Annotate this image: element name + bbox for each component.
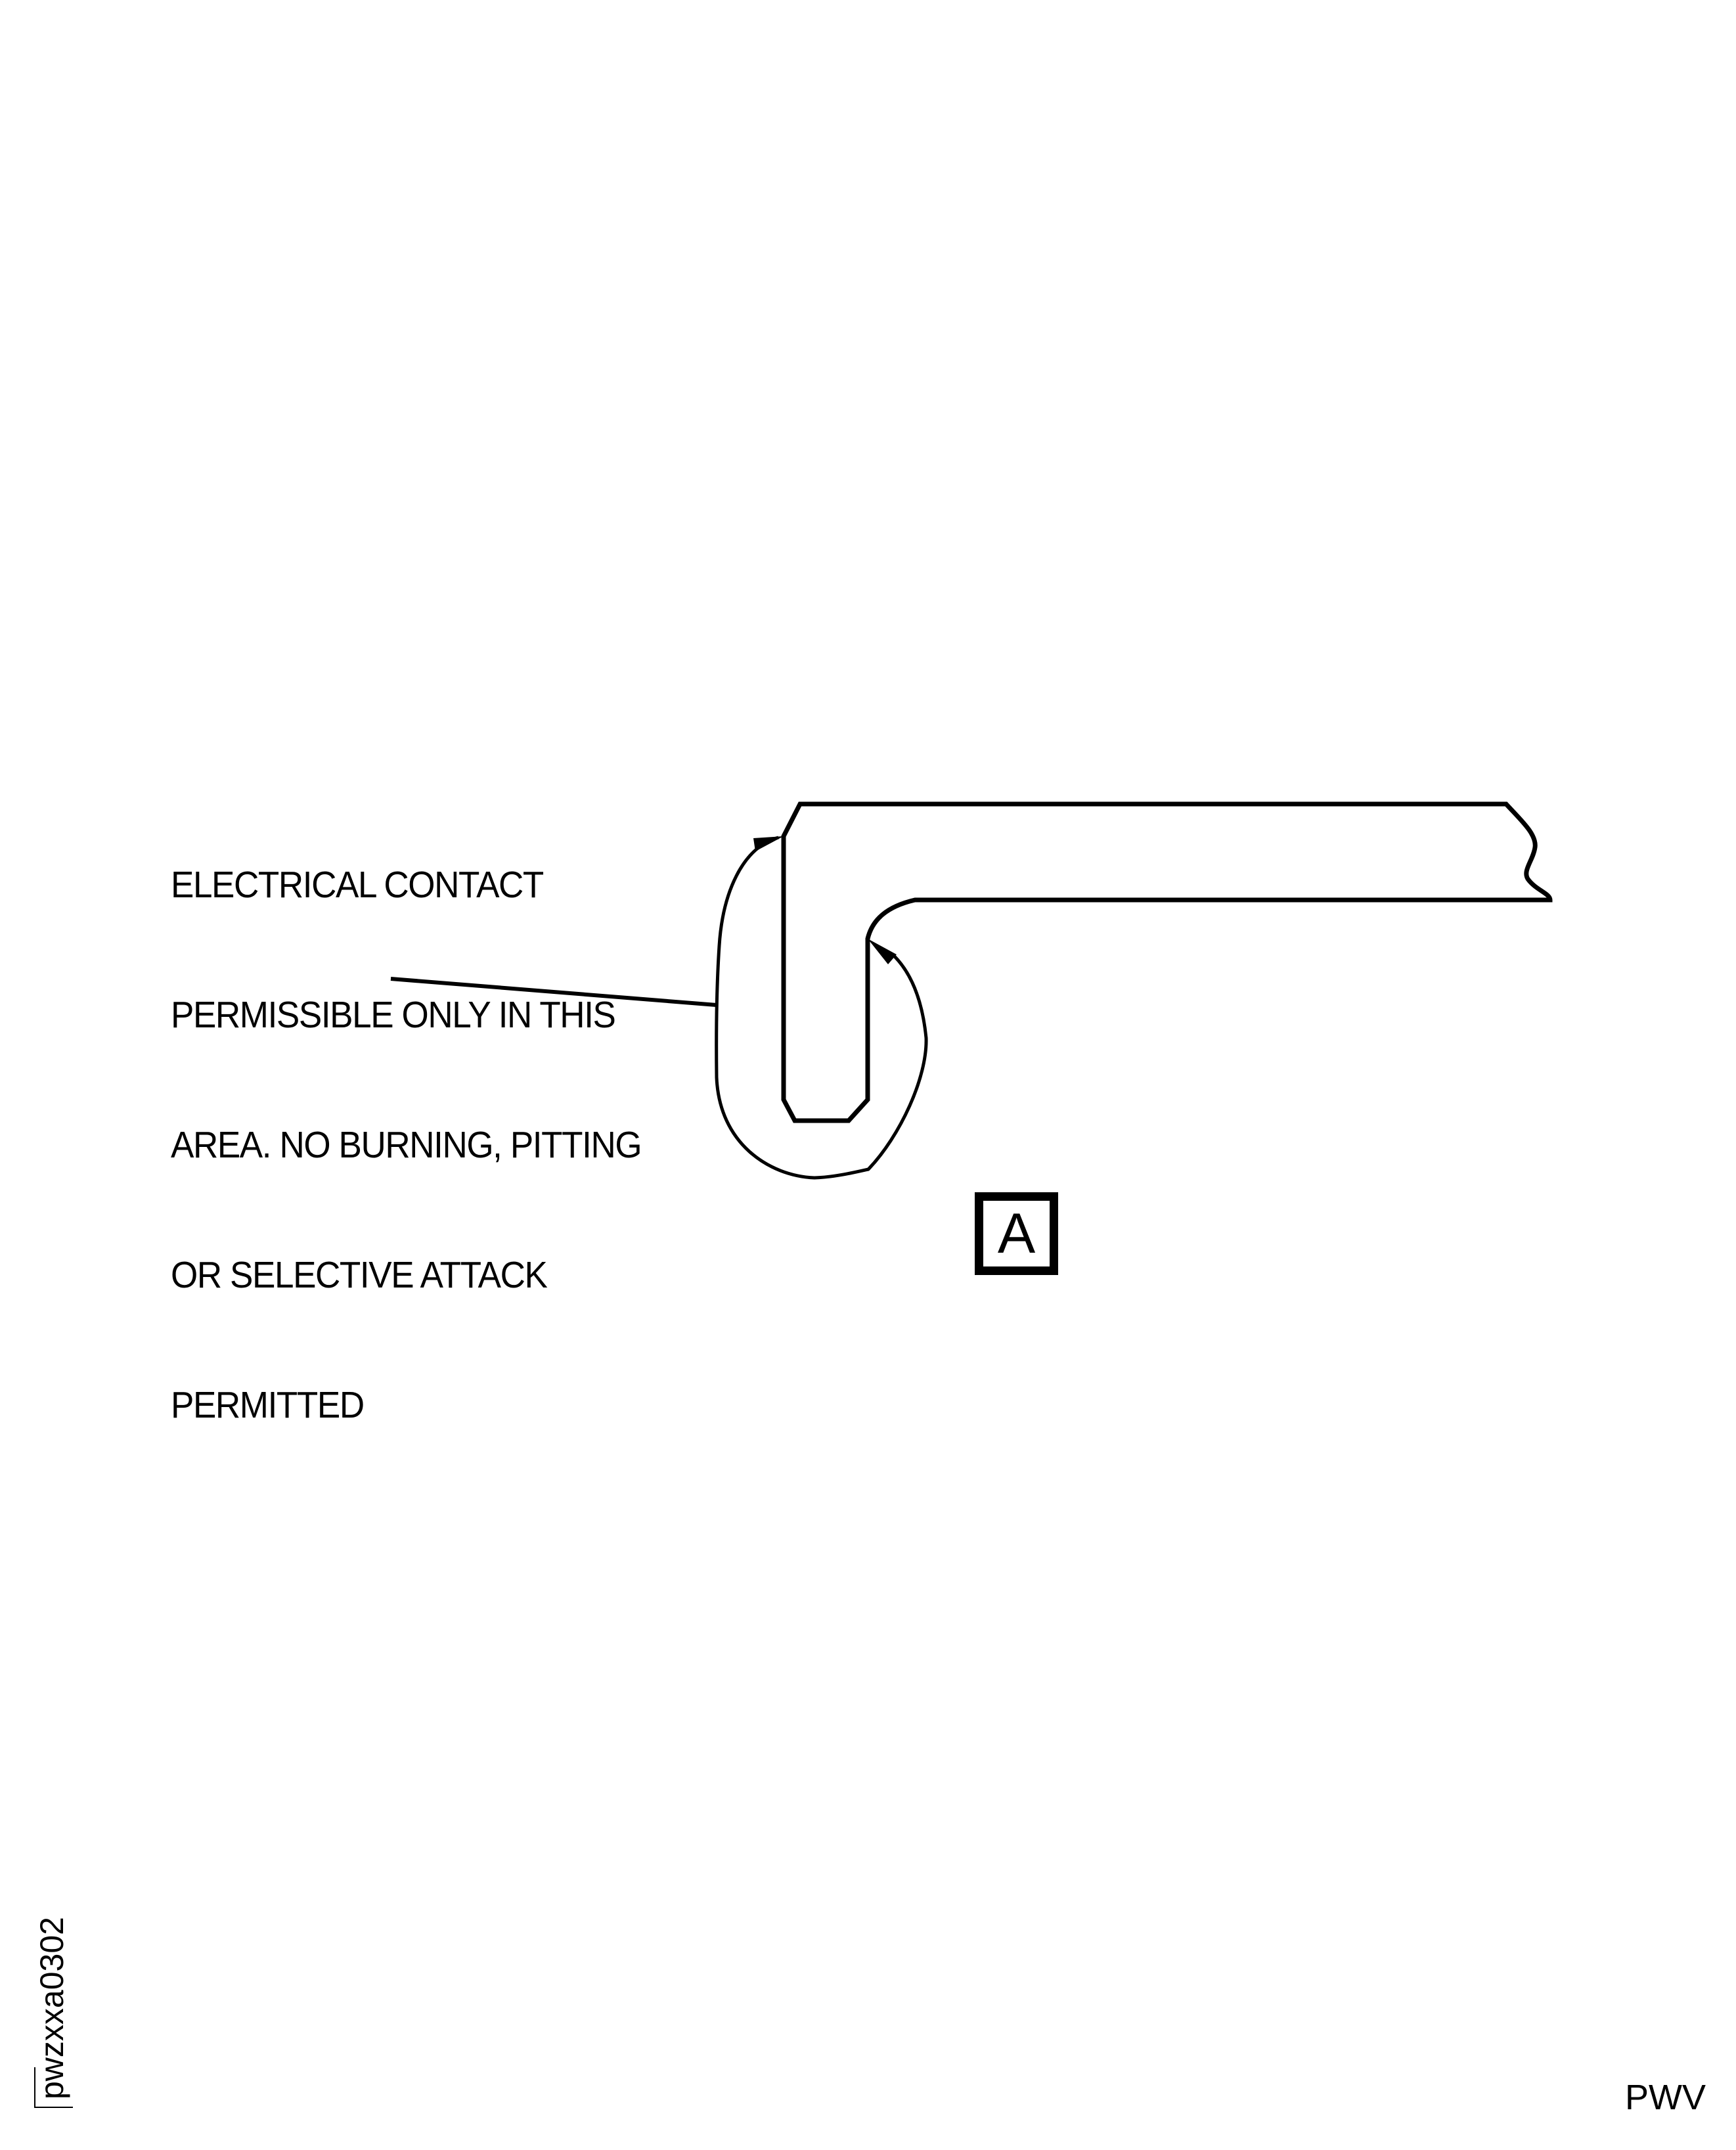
callout-leader-line	[390, 977, 717, 1007]
source-code-label: PWV	[1625, 2078, 1706, 2117]
contact-area-leader-loop	[715, 836, 928, 1180]
arrowhead-icon	[868, 939, 897, 964]
part-outline	[781, 801, 1553, 1123]
callout-line: PERMISSIBLE ONLY IN THIS	[171, 994, 616, 1036]
callout-text: ELECTRICAL CONTACT PERMISSIBLE ONLY IN T…	[171, 776, 642, 1470]
view-label: A	[997, 1202, 1036, 1265]
callout-line: AREA. NO BURNING, PITTING	[171, 1124, 642, 1166]
callout-line: ELECTRICAL CONTACT	[171, 864, 544, 906]
callout-line: PERMITTED	[171, 1384, 365, 1426]
callout-line: OR SELECTIVE ATTACK	[171, 1254, 548, 1296]
figure-id-bracket	[34, 2067, 73, 2108]
arrowhead-icon	[753, 836, 784, 851]
view-label-box: A	[975, 1192, 1058, 1275]
figure-id: pwzxxa0302	[33, 1917, 70, 2099]
